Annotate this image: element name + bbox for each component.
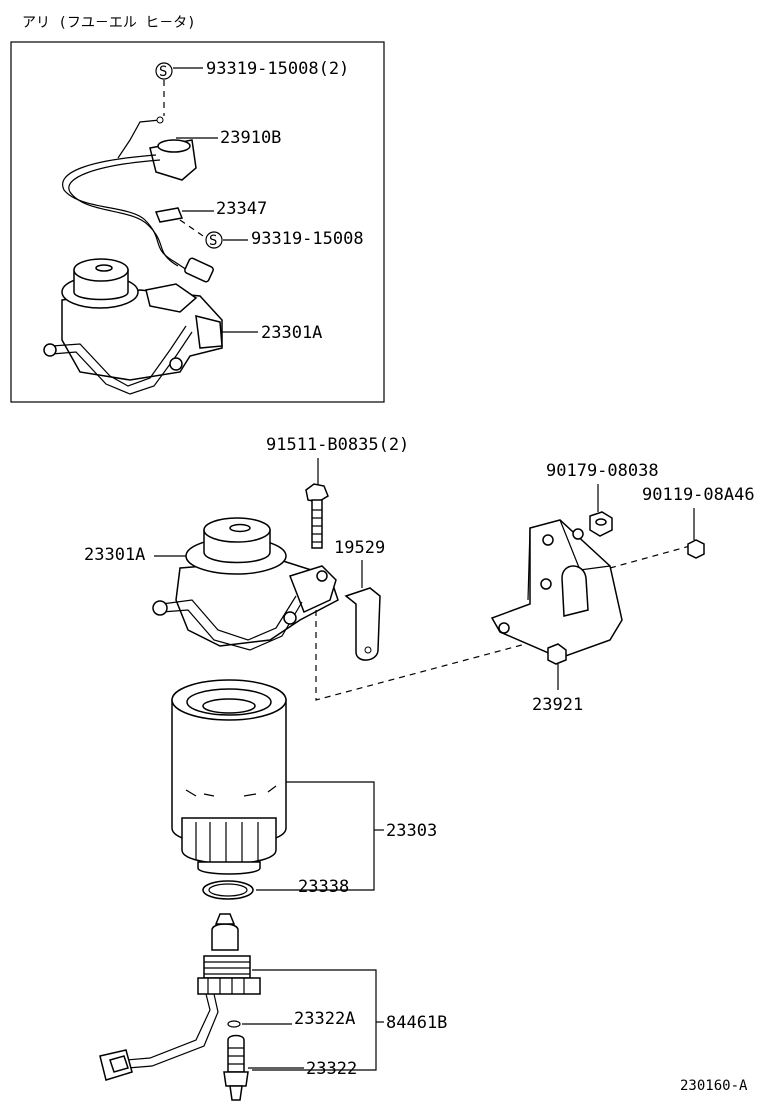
- label-23338: 23338: [298, 877, 349, 897]
- bracket-19529: [344, 587, 381, 661]
- label-23921: 23921: [532, 695, 583, 715]
- clamp-23347: [154, 207, 184, 223]
- dash-nut-line: [609, 545, 691, 569]
- label-84461B: 84461B: [386, 1013, 447, 1033]
- label-90119-08A46: 90119-08A46: [642, 485, 755, 505]
- heater-wire-harness: [62, 154, 191, 273]
- label-23910B: 23910B: [220, 128, 281, 148]
- label-91511-B0835-2: 91511-B0835(2): [266, 435, 409, 455]
- s-symbol-top: S: [155, 62, 173, 80]
- label-23301A: 23301A: [84, 545, 145, 565]
- wire-connector: [184, 257, 214, 283]
- dash-mount-line: [315, 610, 549, 701]
- mounting-bracket-23921: [490, 519, 623, 665]
- label-19529: 19529: [334, 538, 385, 558]
- filter-head: [152, 517, 339, 651]
- dash-93319: [179, 219, 207, 239]
- bracket-23303: [256, 781, 375, 891]
- s-symbol-mid: S: [205, 231, 223, 249]
- inset-title: アリ (フユ－エル ヒ－タ): [22, 15, 196, 31]
- nut-90179: [589, 511, 613, 537]
- svg-text:S: S: [159, 64, 167, 80]
- bolt-91511: [305, 483, 329, 549]
- o-ring-23338: [202, 880, 254, 900]
- label-90179-08038: 90179-08038: [546, 461, 659, 481]
- label-23322: 23322: [306, 1059, 357, 1079]
- drain-plug-23322: [223, 1034, 249, 1101]
- label-23347: 23347: [216, 199, 267, 219]
- label-93319-15008-2: 93319-15008(2): [206, 59, 349, 79]
- fuel-heater-sensor: [117, 116, 197, 181]
- bracket-84461B: [252, 969, 377, 1071]
- label-23301A-inset: 23301A: [261, 323, 322, 343]
- nut-90119: [687, 539, 705, 559]
- water-level-sensor: [99, 913, 261, 1081]
- label-23322A: 23322A: [294, 1009, 355, 1029]
- filter-head-inset: [43, 258, 223, 395]
- label-23303: 23303: [386, 821, 437, 841]
- svg-text:S: S: [209, 233, 217, 249]
- figure-id: 230160-A: [680, 1078, 748, 1094]
- fuel-filter-element: [171, 679, 287, 875]
- o-ring-23322A: [227, 1020, 241, 1028]
- inset-frame: [10, 41, 385, 403]
- label-93319-15008: 93319-15008: [251, 229, 364, 249]
